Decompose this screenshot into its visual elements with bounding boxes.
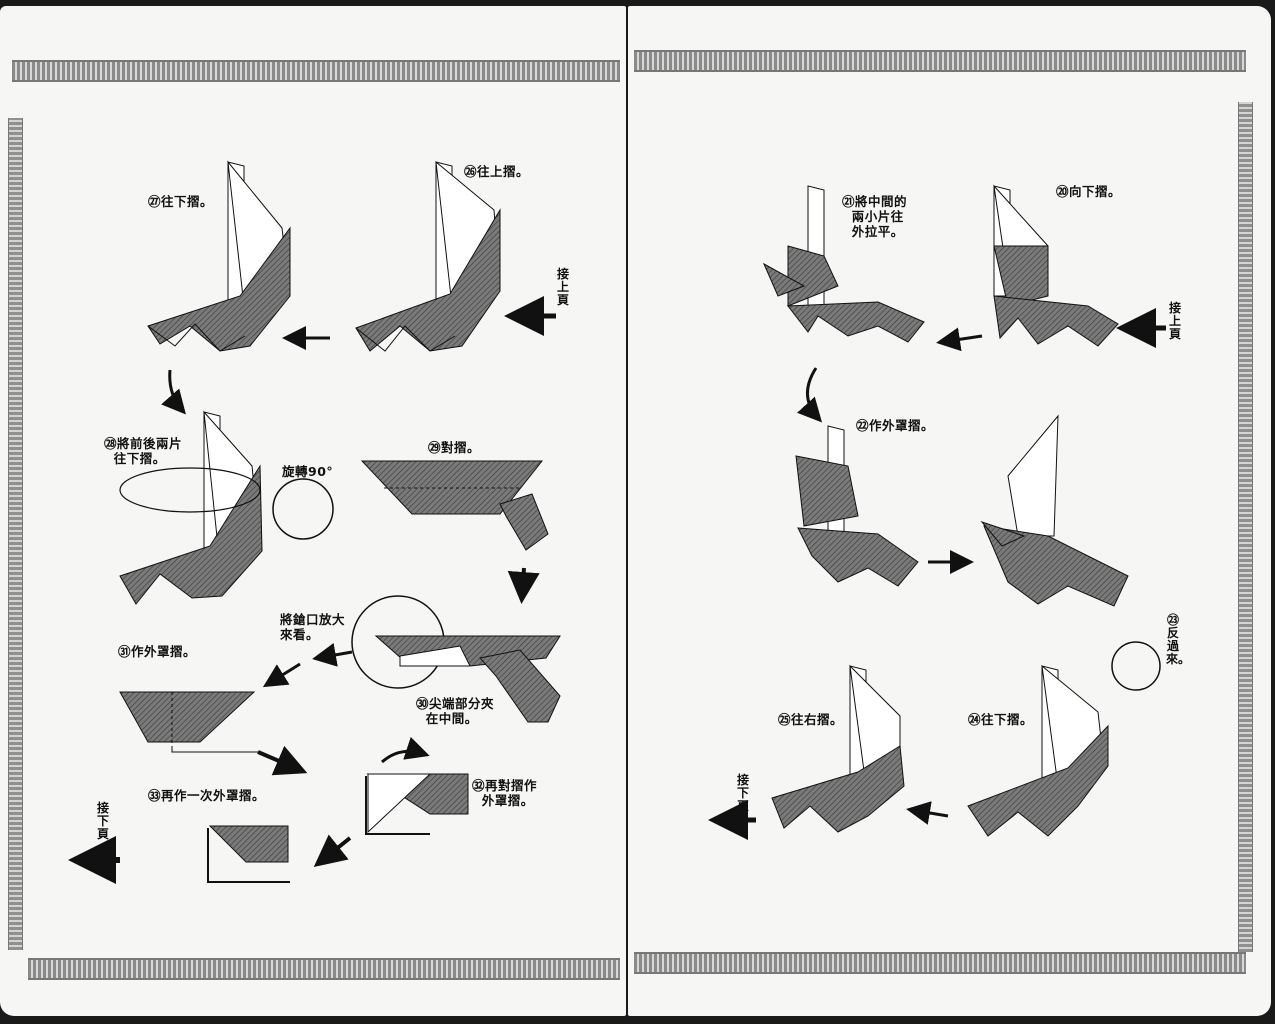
- step24-label: ㉔往下摺。: [968, 712, 1034, 727]
- flip-circle: [1111, 641, 1161, 691]
- step33-label: ㉝再作一次外罩摺。: [148, 788, 266, 803]
- side-border-band: [8, 118, 23, 950]
- arrow-down-2: [507, 567, 540, 604]
- step32-figure: [365, 736, 469, 835]
- top-border-band: [634, 50, 1246, 72]
- step26-figure: [355, 160, 501, 352]
- side-border-band: [1238, 102, 1253, 952]
- step31-label: ㉛作外罩摺。: [118, 644, 197, 659]
- step22-figure-a: [795, 425, 919, 587]
- step31-figure: [119, 691, 260, 753]
- continue-from-label: 接上頁: [556, 267, 569, 307]
- step20-figure: [993, 184, 1119, 347]
- step28-figure: [119, 410, 263, 605]
- step28-label: ㉘將前後兩片 往下摺。: [104, 436, 183, 466]
- step29-label: ㉙對摺。: [428, 440, 481, 455]
- step21-label: ㉑將中間的 兩小片往 外拉平。: [842, 194, 908, 239]
- rotate-circle: [272, 478, 334, 540]
- step26-label: ㉖往上摺。: [464, 164, 530, 179]
- arrow-down-r: [797, 367, 823, 423]
- bottom-border-band: [28, 958, 620, 980]
- arrow-left-r1: [936, 327, 983, 352]
- continue-from-label-r: 接上頁: [1168, 301, 1181, 341]
- step21-figure: [762, 185, 925, 343]
- continue-to-label-r: 接下頁: [736, 773, 749, 813]
- step27-figure: [147, 160, 291, 352]
- arrow-to-31: [262, 662, 301, 688]
- arrow-left-r2: [906, 801, 949, 825]
- left-page: ㉖往上摺。 ㉗往下摺。 接上頁 ㉘將前後兩片 往下摺。 旋轉90° ㉙對摺。 將…: [0, 6, 626, 1016]
- step32-label: ㉜再對摺作 外罩摺。: [472, 778, 538, 808]
- arrow-down-curve: [161, 369, 186, 415]
- top-border-band: [12, 60, 620, 82]
- step23-label: ㉓反過來。: [1166, 613, 1191, 666]
- left-diagrams: [68, 160, 561, 884]
- rotate-label: 旋轉90°: [282, 464, 334, 479]
- step24-figure: [967, 664, 1109, 837]
- step22-label: ㉒作外罩摺。: [856, 418, 935, 433]
- step29-figure: [360, 460, 549, 551]
- step30-label: ㉚尖端部分夾 在中間。: [416, 696, 495, 726]
- arrow-zoom: [312, 643, 353, 667]
- step25-figure: [771, 664, 905, 833]
- step22-figure-b: [980, 414, 1129, 607]
- step30-figure: [374, 635, 561, 723]
- continue-to-label: 接下頁: [96, 801, 109, 841]
- arrow-to-33: [313, 834, 352, 867]
- bottom-border-band: [634, 952, 1246, 974]
- right-diagrams: [708, 184, 1166, 840]
- step25-label: ㉕往右摺。: [778, 712, 844, 727]
- step27-label: ㉗往下摺。: [148, 194, 214, 209]
- arrow-to-32: [257, 745, 308, 776]
- right-page: ⑳向下摺。 ㉑將中間的 兩小片往 外拉平。 接上頁 ㉒作外罩摺。 ㉓反過來。 ㉕…: [628, 6, 1271, 1016]
- step33-figure: [207, 825, 290, 883]
- zoom-label: 將鎗口放大 來看。: [280, 612, 346, 642]
- step20-label: ⑳向下摺。: [1056, 184, 1122, 199]
